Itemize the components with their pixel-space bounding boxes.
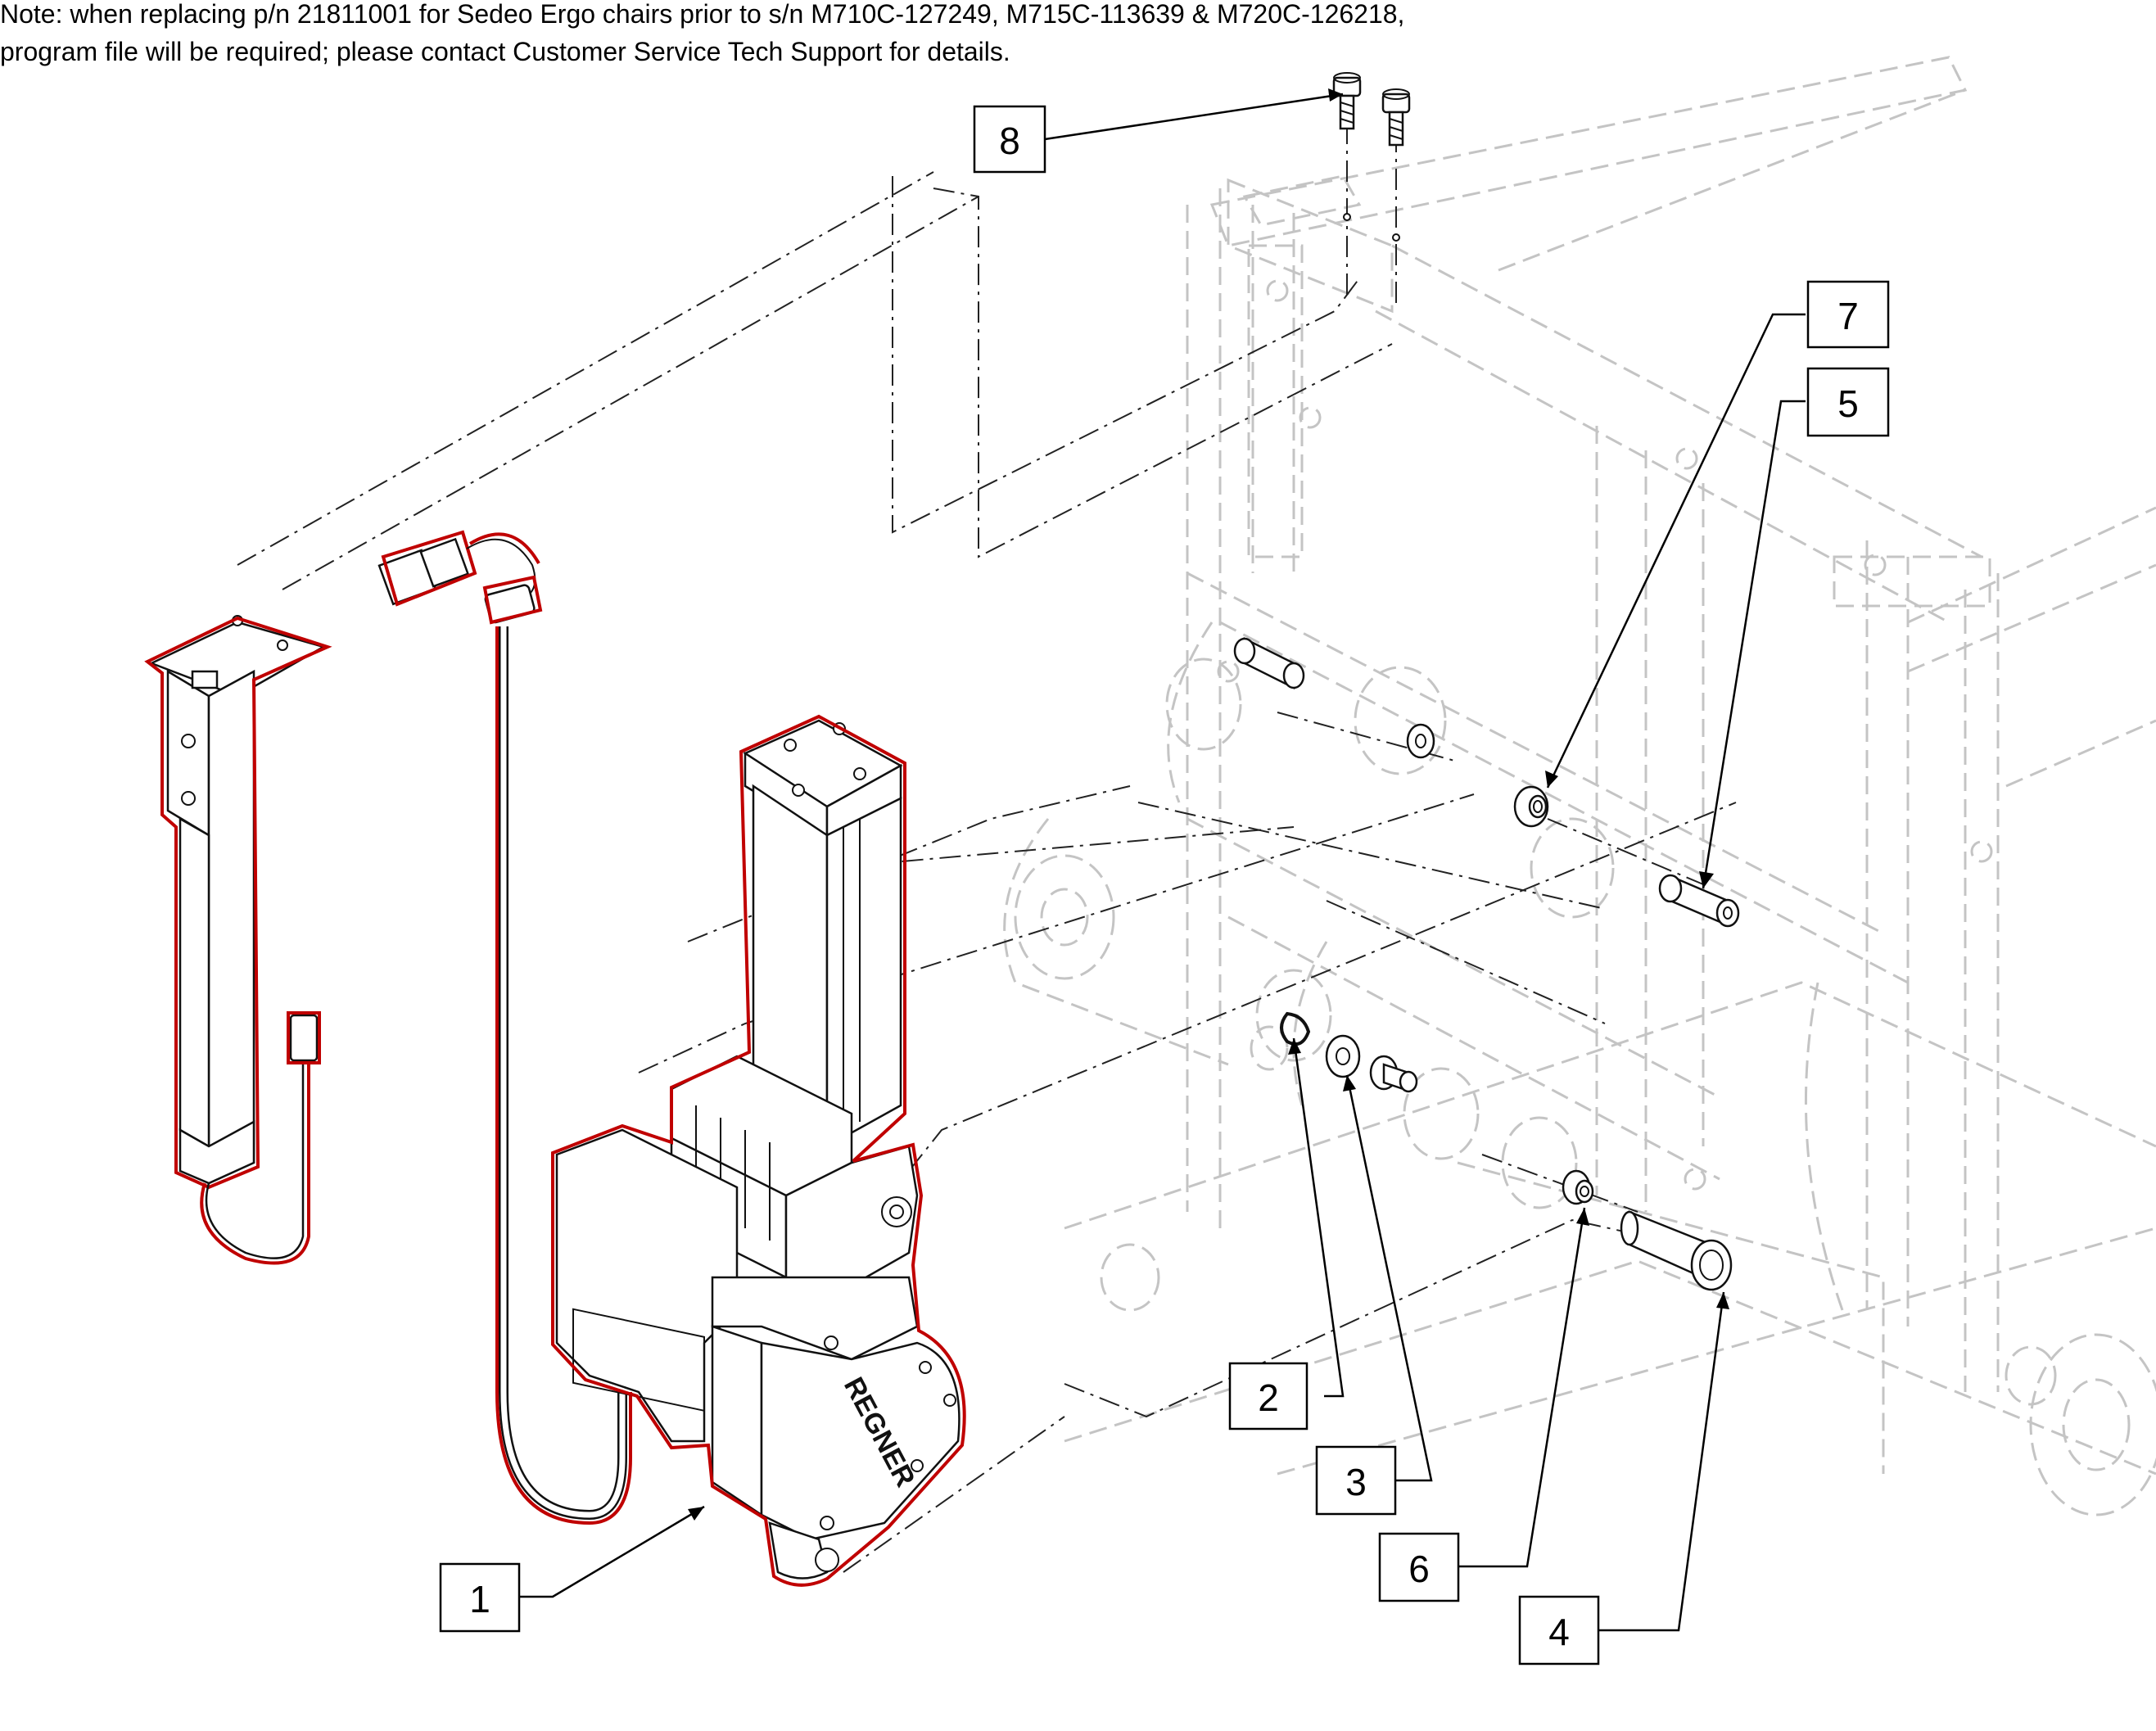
callout-8: 8	[973, 105, 1046, 174]
pin-part-4	[1620, 1210, 1733, 1291]
washer-part-3	[1325, 1034, 1361, 1078]
callout-5-label: 5	[1837, 382, 1859, 425]
bushing-part-6	[1562, 1169, 1594, 1205]
callout-2: 2	[1228, 1362, 1309, 1430]
note-line-1: Note: when replacing p/n 21811001 for Se…	[0, 0, 1404, 29]
callout-3: 3	[1315, 1445, 1397, 1516]
bushing-part-7	[1513, 785, 1549, 828]
callout-4-label: 4	[1548, 1611, 1570, 1653]
clip-part-2	[1280, 1011, 1311, 1046]
assembly-centerlines	[237, 123, 1737, 1573]
callout-7-label: 7	[1837, 295, 1859, 337]
callout-2-label: 2	[1258, 1376, 1279, 1419]
control-module	[144, 615, 332, 1265]
callout-7: 7	[1806, 280, 1890, 349]
washer-upper	[1406, 723, 1435, 759]
actuator-part-1: REGNER	[551, 714, 966, 1587]
screw-part-8	[1332, 72, 1411, 242]
leader-lines	[503, 88, 1806, 1632]
callout-5: 5	[1806, 367, 1890, 437]
callout-8-label: 8	[999, 120, 1020, 162]
callout-3-label: 3	[1345, 1461, 1367, 1503]
callout-6: 6	[1378, 1532, 1460, 1602]
seat-frame-background	[1003, 56, 2156, 1516]
cable-harness	[377, 530, 632, 1525]
note-line-2: program file will be required; please co…	[0, 37, 1010, 66]
callout-6-label: 6	[1408, 1548, 1430, 1590]
spacer-part-5	[1658, 874, 1740, 928]
bushing-middle	[1369, 1055, 1418, 1093]
callout-1-label: 1	[469, 1578, 490, 1620]
spacer-upper	[1233, 636, 1305, 690]
callout-1: 1	[439, 1562, 521, 1633]
callout-4: 4	[1518, 1595, 1600, 1665]
